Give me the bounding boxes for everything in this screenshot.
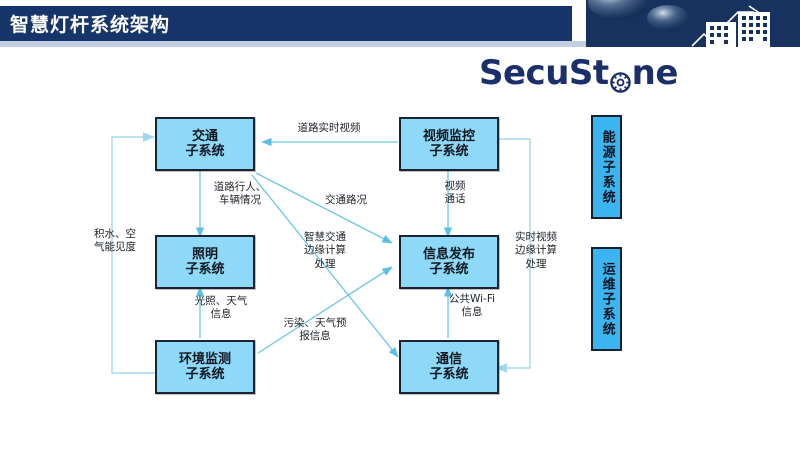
node-video-line1: 视频监控	[422, 128, 475, 144]
node-video-surveillance-subsystem[interactable]: 视频监控 子系统	[399, 117, 499, 171]
node-communication-subsystem[interactable]: 通信 子系统	[399, 340, 499, 394]
node-traffic-subsystem[interactable]: 交通 子系统	[155, 117, 255, 171]
node-lighting-line1: 照明	[191, 246, 218, 262]
node-env-line2: 子系统	[185, 367, 225, 382]
edge-label-traffic-status: 交通路况	[325, 194, 367, 206]
bubble-large-icon	[588, 0, 648, 20]
edge-label-pollution-weather-forecast: 污染、天气预 报信息	[283, 317, 347, 343]
edge-label-road-people-vehicles: 道路行人、 车辆情况	[213, 181, 267, 207]
node-operations-subsystem[interactable]: 运维子系统	[591, 247, 622, 351]
node-energy-label: 能源子系统	[599, 129, 615, 205]
header-underline	[0, 41, 586, 47]
edge-label-smart-traffic-edge-computing: 智慧交通 边缘计算 处理	[304, 231, 346, 270]
gear-o-icon	[609, 66, 632, 93]
node-environment-monitoring-subsystem[interactable]: 环境监测 子系统	[155, 340, 255, 394]
slide-title-bar: 智慧灯杆系统架构	[0, 6, 572, 43]
node-operations-label: 运维子系统	[599, 261, 615, 337]
brand-logo: SecuSt ne	[479, 52, 779, 94]
page-title: 智慧灯杆系统架构	[10, 14, 171, 36]
logo-text-after: ne	[631, 53, 679, 93]
architecture-diagram: 交通 子系统 视频监控 子系统 照明 子系统 信息发布 子系统 环境监测 子系统…	[0, 95, 800, 450]
node-traffic-line1: 交通	[191, 128, 218, 144]
edge-label-light-weather-info: 光照、天气 信息	[194, 295, 248, 321]
slide-header: 智慧灯杆系统架构	[0, 0, 800, 47]
node-video-line2: 子系统	[429, 144, 469, 159]
node-env-line1: 环境监测	[178, 351, 231, 367]
bubble-small-icon	[647, 5, 689, 31]
edge-label-realtime-video-edge-computing: 实时视频 边缘计算 处理	[515, 231, 557, 270]
header-graphics	[586, 0, 800, 47]
node-lighting-line2: 子系统	[185, 262, 225, 277]
diagram-connectors	[111, 132, 531, 374]
node-info-publishing-subsystem[interactable]: 信息发布 子系统	[399, 235, 499, 289]
node-comm-line2: 子系统	[429, 367, 469, 382]
logo-text-before: SecuSt	[479, 53, 609, 93]
logo-wordmark: SecuSt ne	[479, 53, 679, 93]
node-comm-line1: 通信	[435, 351, 462, 367]
node-energy-subsystem[interactable]: 能源子系统	[591, 115, 622, 219]
node-lighting-subsystem[interactable]: 照明 子系统	[155, 235, 255, 289]
edge-label-video-call: 视频 通话	[444, 180, 466, 206]
node-traffic-line2: 子系统	[185, 144, 225, 159]
edge-label-water-air-visibility: 积水、空 气能见度	[94, 228, 136, 254]
edge-label-road-live-video: 道路实时视频	[297, 122, 361, 134]
node-info-line1: 信息发布	[422, 246, 475, 262]
edge-label-public-wifi-info: 公共Wi-Fi 信息	[448, 293, 496, 319]
node-info-line2: 子系统	[429, 262, 469, 277]
